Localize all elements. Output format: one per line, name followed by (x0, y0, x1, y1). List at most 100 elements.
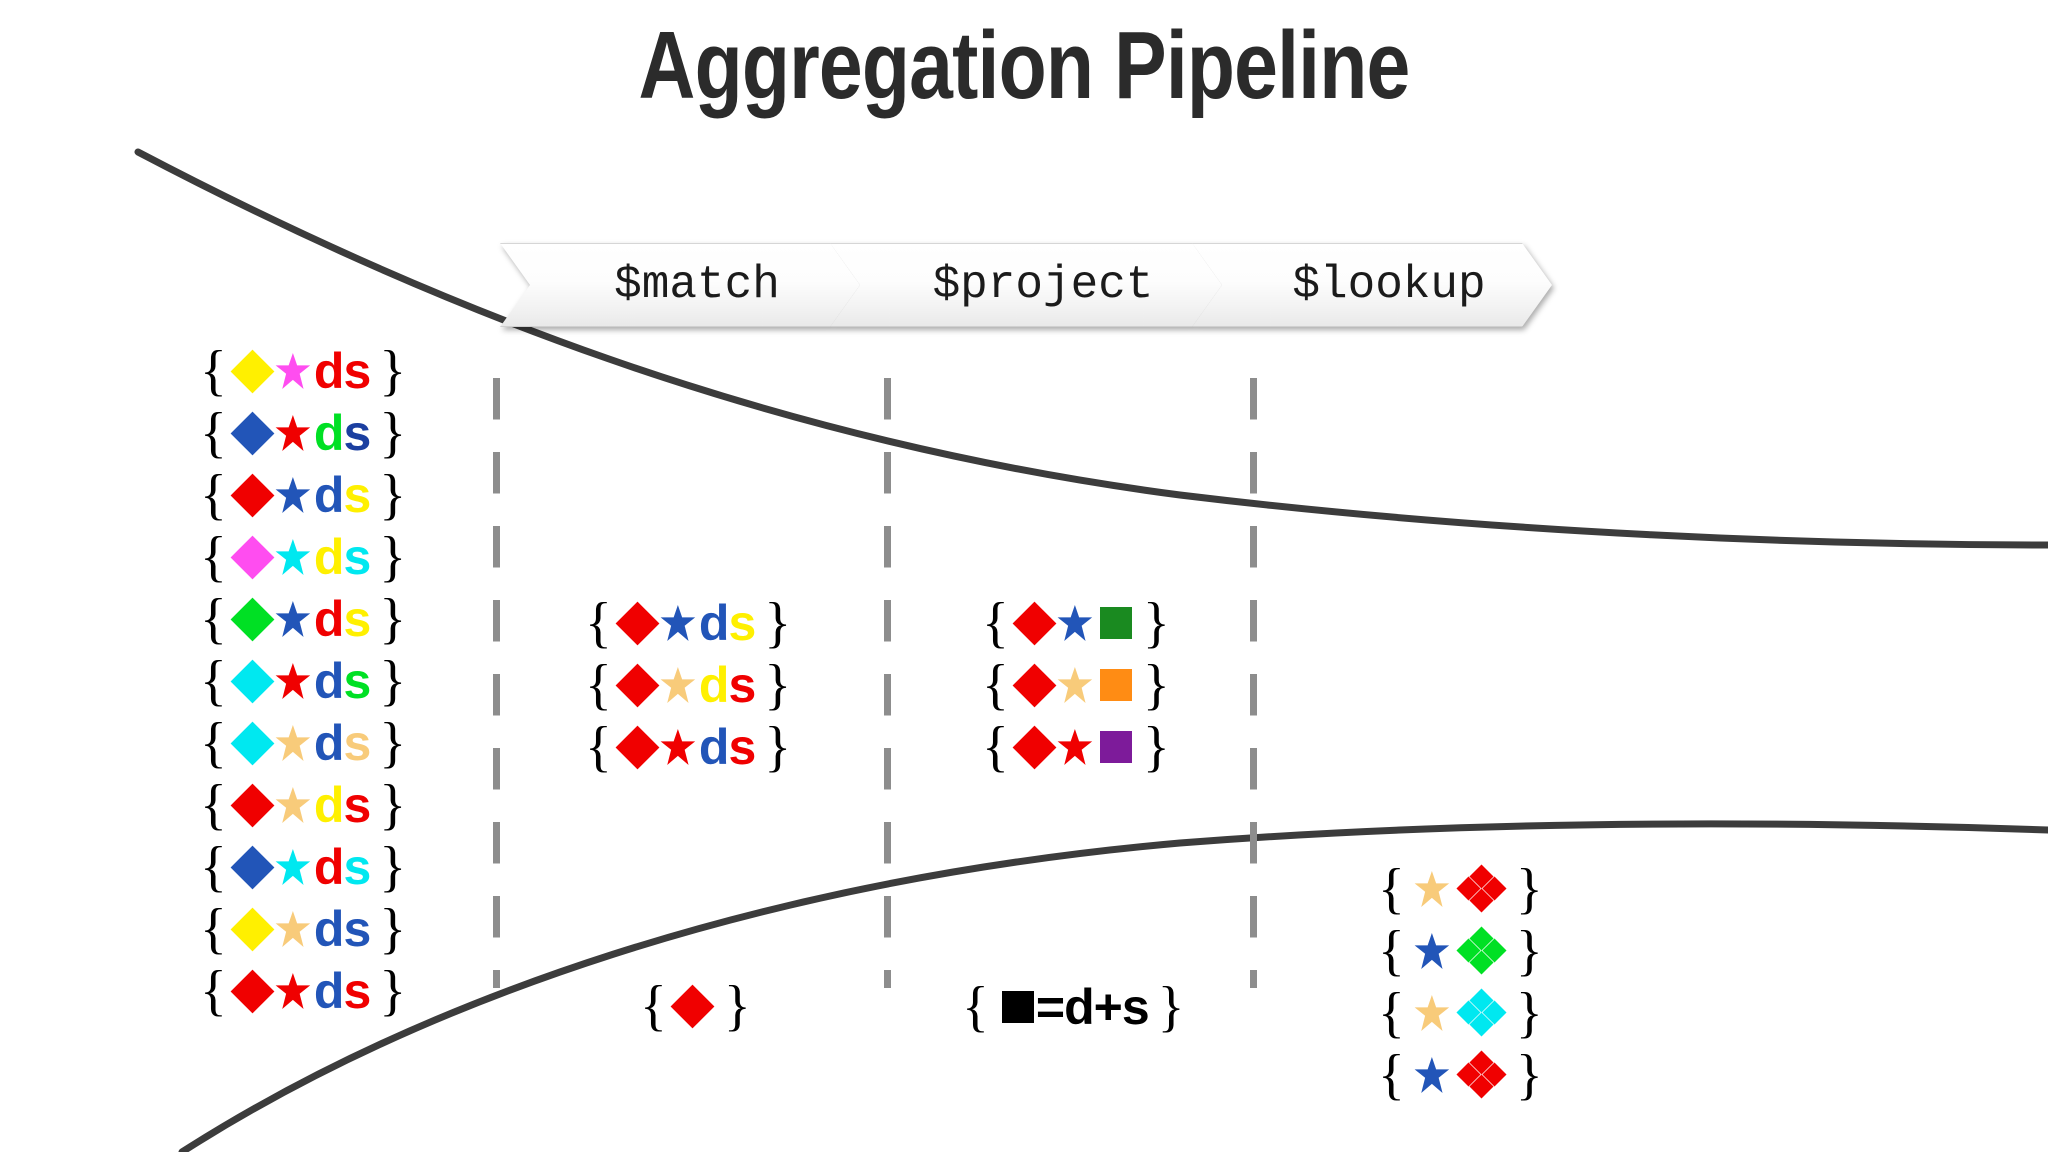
star-icon (275, 539, 311, 575)
field-letter: s (728, 657, 756, 713)
star-icon (275, 787, 311, 823)
star-icon (1057, 667, 1093, 703)
field-letter: d (313, 467, 345, 523)
close-brace: } (379, 464, 407, 526)
star-icon (275, 601, 311, 637)
star-icon (275, 849, 311, 885)
close-brace: } (379, 340, 407, 402)
open-brace: { (1378, 920, 1405, 982)
field-letter: d (313, 653, 345, 709)
diamond-icon (230, 411, 275, 455)
star-icon (275, 973, 311, 1009)
square-icon (1099, 607, 1132, 639)
document-row: {} (1378, 1044, 1543, 1106)
open-brace: { (200, 340, 227, 402)
close-brace: } (379, 588, 407, 650)
open-brace: { (640, 975, 667, 1037)
stage-label-match: $match (614, 259, 780, 311)
stage-chevron-lookup[interactable]: $lookup (1192, 243, 1552, 327)
stage-divider-2 (884, 378, 891, 988)
diamond-icon (230, 907, 275, 951)
field-letter: s (343, 467, 371, 523)
open-brace: { (200, 960, 227, 1022)
field-letter: d (698, 719, 730, 775)
diamond-icon (670, 984, 715, 1028)
field-letter: s (343, 777, 371, 833)
quad-diamond-icon (1456, 1050, 1507, 1099)
star-icon (275, 353, 311, 389)
close-brace: } (1515, 920, 1543, 982)
document-row: {} (982, 654, 1170, 716)
open-brace: { (200, 836, 227, 898)
diamond-icon (230, 845, 275, 889)
open-brace: { (982, 592, 1009, 654)
diamond-icon (1012, 725, 1057, 769)
star-icon (1414, 933, 1450, 969)
close-brace: } (764, 716, 792, 778)
page-title: Aggregation Pipeline (638, 12, 1411, 119)
star-icon (1057, 729, 1093, 765)
diamond-icon (615, 663, 660, 707)
close-brace: } (379, 526, 407, 588)
field-letter: d (313, 963, 345, 1019)
stage-label-project: $project (932, 259, 1154, 311)
diamond-icon (615, 601, 660, 645)
star-icon (275, 725, 311, 761)
project-formula-caption: {=d+s} (962, 978, 1185, 1036)
field-letter: d (313, 901, 345, 957)
document-row: {} (1378, 920, 1543, 982)
open-brace: { (200, 712, 227, 774)
open-brace: { (1378, 982, 1405, 1044)
open-brace: { (1378, 1044, 1405, 1106)
diamond-icon (230, 349, 275, 393)
open-brace: { (200, 526, 227, 588)
open-brace: { (585, 716, 612, 778)
stage-chevron-project[interactable]: $project (830, 243, 1222, 327)
field-letter: d (313, 591, 345, 647)
close-brace: } (379, 898, 407, 960)
field-letter: d (313, 343, 345, 399)
star-icon (275, 477, 311, 513)
stage-divider-3 (1250, 378, 1257, 988)
open-brace: { (585, 592, 612, 654)
funnel-top-curve (134, 148, 2048, 549)
diamond-icon (230, 659, 275, 703)
star-icon (1057, 605, 1093, 641)
quad-diamond-icon (1456, 926, 1507, 975)
diamond-icon (230, 721, 275, 765)
diamond-icon (230, 783, 275, 827)
close-brace: } (1142, 716, 1170, 778)
stage-chevron-match[interactable]: $match (500, 243, 860, 327)
star-icon (275, 911, 311, 947)
open-brace: { (982, 654, 1009, 716)
star-icon (1414, 1057, 1450, 1093)
stage-divider-1 (493, 378, 500, 988)
close-brace: } (379, 774, 407, 836)
open-brace: { (1378, 858, 1405, 920)
field-letter: s (343, 839, 371, 895)
column-project-documents: {}{}{} (982, 592, 1170, 778)
open-brace: { (200, 898, 227, 960)
column-lookup-documents: {}{}{}{} (1378, 858, 1543, 1106)
diamond-icon (230, 969, 275, 1013)
close-brace: } (1142, 592, 1170, 654)
close-brace: } (1142, 654, 1170, 716)
field-letter: d (698, 657, 730, 713)
close-brace: } (379, 712, 407, 774)
field-letter: d (313, 839, 345, 895)
close-brace: } (379, 836, 407, 898)
field-letter: d (313, 529, 345, 585)
diamond-icon (230, 535, 275, 579)
